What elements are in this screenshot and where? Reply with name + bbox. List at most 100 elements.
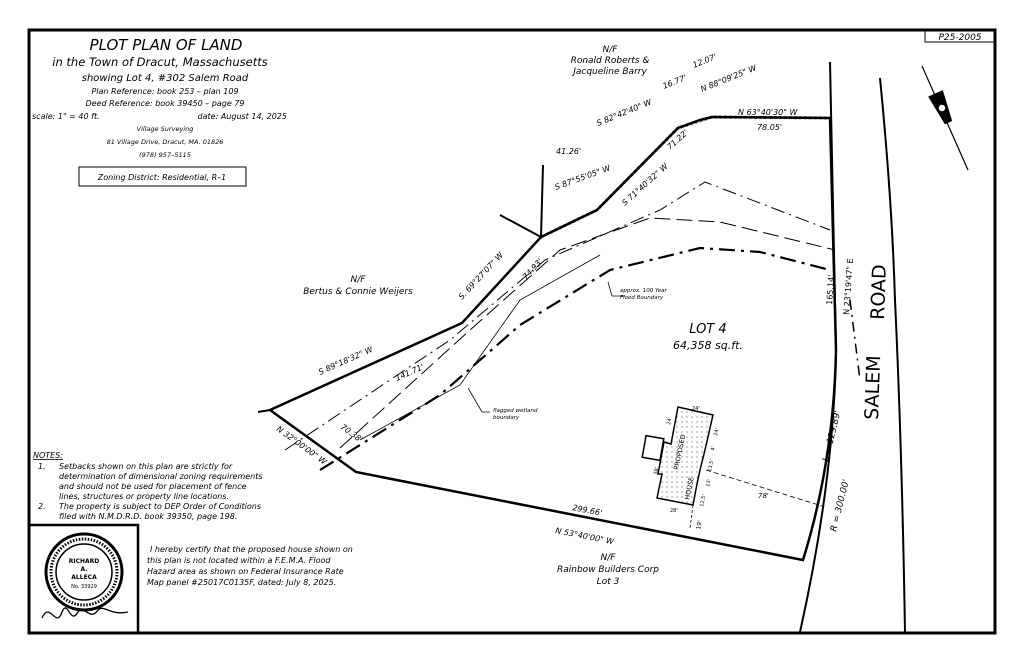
company: Village Surveying xyxy=(137,125,194,133)
wetland-leader xyxy=(467,387,490,413)
flood-label-2: Flood Boundary xyxy=(620,295,664,301)
seal-name: RICHARD xyxy=(69,558,100,565)
side-setback: 19' xyxy=(695,520,704,531)
showing-line: showing Lot 4, #302 Salem Road xyxy=(82,73,249,84)
plan-title: PLOT PLAN OF LAND xyxy=(90,36,243,54)
road-name-salem: SALEM xyxy=(861,355,885,420)
zoning-box xyxy=(78,166,247,187)
distance-label: 71.22' xyxy=(665,128,690,151)
note-line: lines, structures or property line locat… xyxy=(59,492,229,501)
bearing-label: N 23°19'47" E xyxy=(842,258,855,315)
deed-reference: Deed Reference: book 39450 – page 79 xyxy=(86,99,245,108)
cert-line: Hazard area as shown on Federal Insuranc… xyxy=(147,567,344,576)
cert-line: this plan is not located within a F.E.M.… xyxy=(147,556,331,565)
front-setback: 78' xyxy=(758,492,769,500)
house-dim: 38' xyxy=(653,467,660,476)
flood-boundary-line xyxy=(319,246,831,471)
abutters: N/F Ronald Roberts & Jacqueline Barry N/… xyxy=(303,45,659,587)
wetland-label-1: flagged wetland xyxy=(493,408,538,414)
cert-line: I hereby certify that the proposed house… xyxy=(150,545,353,554)
bearing-label: S 71°40'32" W xyxy=(620,161,670,208)
sheet-id: P25-2005 xyxy=(938,33,981,43)
lot-label: LOT 4 xyxy=(689,322,726,337)
abutter-west-name: Bertus & Connie Weijers xyxy=(303,287,413,297)
note-line: filed with N.M.D.R.D. book 39350, page 1… xyxy=(59,512,237,521)
seal-box xyxy=(29,523,140,633)
abutter-nf: N/F xyxy=(351,275,367,285)
house-dim: 24' xyxy=(666,417,673,426)
lot-boundary xyxy=(267,115,838,562)
date: date: August 14, 2025 xyxy=(198,112,287,121)
sheet-id-box xyxy=(924,29,996,43)
zoning-district: Zoning District: Residential, R–1 xyxy=(97,173,227,182)
abutter-line-west xyxy=(257,409,271,413)
house-dim: 4' xyxy=(710,446,717,452)
seal-number: No. 33929 xyxy=(71,584,97,590)
flood-label-1: approx. 100 Year xyxy=(620,288,667,294)
wetland-line xyxy=(359,254,601,441)
note-number: 2. xyxy=(38,502,46,511)
abutter-nf: N/F xyxy=(601,553,617,563)
note-line: Setbacks shown on this plan are strictly… xyxy=(59,462,233,471)
cert-line: Map panel #25017C0135F, dated: July 8, 2… xyxy=(147,578,336,587)
house-dim: 13' xyxy=(705,479,712,488)
bearing-label: S 87°55'05" W xyxy=(554,163,613,192)
distance-label: 70.38' xyxy=(339,422,365,444)
abutter-north-name: Jacqueline Barry xyxy=(571,67,647,77)
flood-leader xyxy=(607,281,625,297)
address: 81 Village Drive, Dracut, MA. 01826 xyxy=(107,138,224,146)
distance-label: 41.26' xyxy=(556,147,581,156)
bearing-label: N 88°09'25" W xyxy=(699,63,758,94)
wetland-buffer-line xyxy=(339,217,836,449)
side-setback-line xyxy=(689,504,694,529)
curve-length: L = 129.89' xyxy=(821,410,843,463)
note-line: The property is subject to DEP Order of … xyxy=(59,502,261,511)
road-line-east xyxy=(879,77,906,633)
wetland-label-2: boundary xyxy=(493,415,520,421)
bearing-label: N 63°40'30" W xyxy=(738,108,798,117)
town-line: in the Town of Dracut, Massachusetts xyxy=(52,55,267,69)
certification: I hereby certify that the proposed house… xyxy=(147,545,353,587)
note-number: 1. xyxy=(38,462,46,471)
note-line: determination of dimensional zoning requ… xyxy=(59,472,263,481)
abutter-south-name: Rainbow Builders Corp xyxy=(557,565,659,575)
lot-area: 64,358 sq.ft. xyxy=(673,339,743,352)
distance-label: 165.14' xyxy=(825,274,836,305)
house-dim: 12.5' xyxy=(699,494,707,507)
abutter-north-name: Ronald Roberts & xyxy=(571,56,650,66)
svg-text:A.: A. xyxy=(80,566,87,573)
distance-label: 16.77' xyxy=(661,73,688,91)
scale: scale: 1" = 40 ft. xyxy=(32,112,100,121)
sheet-border xyxy=(27,28,997,635)
house-dim: 28' xyxy=(670,508,678,514)
surveyor-seal: RICHARD A. ALLECA No. 33929 xyxy=(41,532,129,619)
distance-label: 78.05' xyxy=(757,123,782,132)
distance-label: 74.93' xyxy=(521,257,545,282)
setback-line xyxy=(284,181,831,451)
bearing-label: S 89°18'32" W xyxy=(317,344,375,376)
garage-bump xyxy=(641,434,665,462)
abutter-south-name: Lot 3 xyxy=(597,577,620,587)
plan-reference: Plan Reference: book 253 – plan 109 xyxy=(91,87,238,96)
stone-wall xyxy=(540,115,831,239)
bearing-label: S. 69°27'07" W xyxy=(457,250,506,302)
abutter-nf: N/F xyxy=(603,45,619,55)
distance-label: 141.71' xyxy=(394,362,425,383)
note-line: and should not be used for placement of … xyxy=(59,482,247,491)
distance-label: 12.07' xyxy=(691,52,718,70)
proposed-house: PROPOSED HOUSE 24' 24' 24' 4' 13.5' 13' … xyxy=(641,406,823,531)
house-dim: 13.5' xyxy=(707,459,715,472)
curve-radius: R = 300.00' xyxy=(829,478,852,532)
svg-text:ALLECA: ALLECA xyxy=(71,574,97,581)
road-name-road: ROAD xyxy=(867,264,891,320)
bearing-label: N 53°40'00" W xyxy=(555,526,616,546)
signature xyxy=(41,607,129,619)
title-block: PLOT PLAN OF LAND in the Town of Dracut,… xyxy=(32,36,287,187)
road-centerline xyxy=(849,299,861,381)
north-arrow-icon xyxy=(921,65,969,171)
house-dim: 24' xyxy=(713,428,720,437)
bearing-label: S 82°42'40" W xyxy=(595,97,654,128)
house-dim: 24' xyxy=(692,406,700,412)
abutter-line xyxy=(499,164,544,239)
